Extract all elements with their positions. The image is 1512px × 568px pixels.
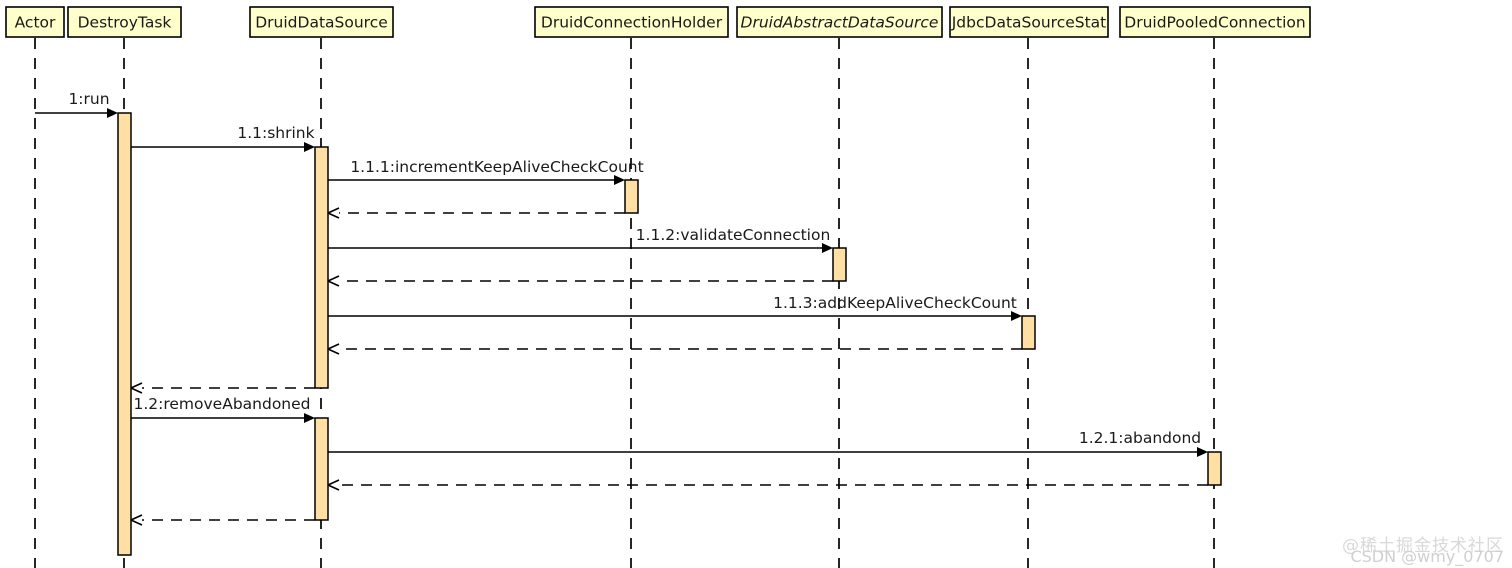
participant-box-actor[interactable] [5, 6, 65, 38]
message-labels-layer: 1:run 1.1:shrink 1.1.1:incrementKeepAliveC… [68, 90, 1201, 447]
participant-box-dch[interactable] [534, 6, 729, 38]
arrowhead-r1-2-1 [327, 479, 340, 491]
activation-bar-destroytask [117, 112, 132, 556]
activation-bar-dpc [1207, 451, 1222, 486]
participant-label-dds: DruidDataSource [255, 14, 388, 32]
activation-bar-jdss [1021, 315, 1036, 350]
participant-label-jdss: JdbcDataSourceStat [951, 14, 1107, 32]
participant-label-destroytask: DestroyTask [78, 14, 172, 32]
arrowhead-m1 [107, 108, 118, 118]
participant-box-dpc[interactable] [1119, 6, 1311, 38]
message-label-m1-2-1: 1.2.1:abandond [1079, 429, 1201, 447]
message-label-m1: 1:run [68, 90, 109, 108]
lifelines-layer [34, 38, 1215, 568]
participant-label-dch: DruidConnectionHolder [541, 14, 723, 32]
arrowhead-r1-1-1 [327, 207, 340, 219]
arrowhead-m1-1-3 [1011, 311, 1022, 321]
arrowhead-r1-1 [130, 382, 143, 394]
participants-layer: Actor DestroyTask DruidDataSource DruidConn… [5, 6, 1311, 38]
message-label-m1-2: 1.2:removeAbandoned [133, 395, 310, 413]
arrowhead-m1-1-1 [614, 175, 625, 185]
arrowhead-m1-2 [304, 413, 315, 423]
participant-box-dds[interactable] [249, 6, 394, 38]
participant-label-dads: DruidAbstractDataSource [741, 14, 939, 32]
activation-bar-dds [314, 146, 329, 389]
message-label-m1-1-1: 1.1.1:incrementKeepAliveCheckCount [350, 158, 643, 176]
message-label-m1-1: 1.1:shrink [237, 124, 314, 142]
arrowhead-r1-2 [130, 514, 143, 526]
arrowhead-m1-1-2 [822, 243, 833, 253]
activation-bar-dads [832, 247, 847, 282]
messages-layer [35, 108, 1208, 526]
activation-bar-dds [314, 417, 329, 521]
activations-layer [117, 112, 1222, 556]
message-label-m1-1-3: 1.1.3:addKeepAliveCheckCount [773, 294, 1017, 312]
arrowhead-m1-2-1 [1197, 447, 1208, 457]
message-label-m1-1-2: 1.1.2:validateConnection [636, 226, 831, 244]
arrowhead-r1-1-3 [327, 343, 340, 355]
arrowhead-r1-1-2 [327, 275, 340, 287]
participant-label-actor: Actor [15, 14, 56, 32]
participant-box-jdss[interactable] [949, 6, 1109, 38]
participant-label-dpc: DruidPooledConnection [1124, 14, 1305, 32]
participant-box-dads[interactable] [736, 6, 943, 38]
arrowhead-m1-1 [304, 142, 315, 152]
activation-bar-dch [624, 179, 639, 214]
participant-box-destroytask[interactable] [67, 6, 182, 38]
